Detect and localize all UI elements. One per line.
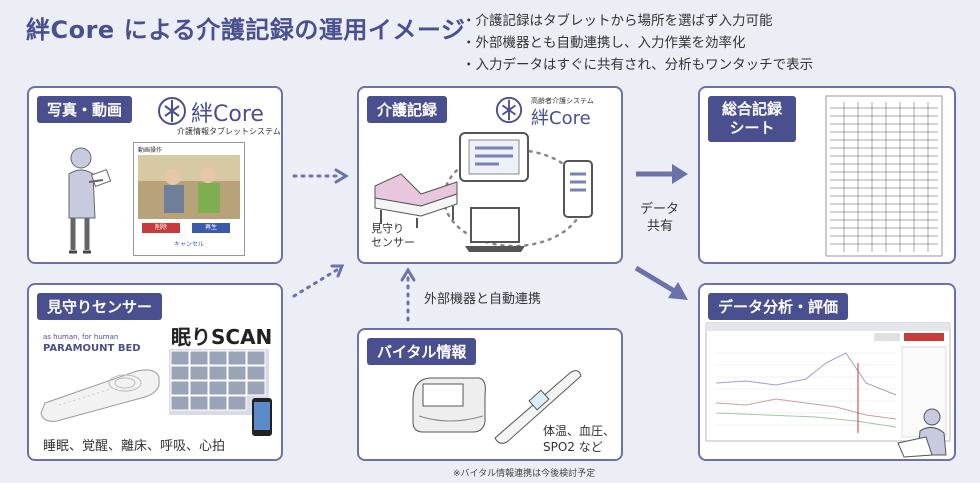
vital-panel: バイタル情報 体温、血圧、 SPO2 など [357,328,623,461]
record-sheet-tag: 総合記録 シート [708,96,797,142]
sensor-monitor-grid [169,349,269,415]
vital-items-2: SPO2 など [543,440,603,454]
photo-video-tag: 写真・動画 [37,96,133,123]
kizuna-logo-icon [495,96,523,124]
logo-subtitle: 介護情報タブレットシステム [177,127,281,136]
blood-pressure-monitor-icon [412,377,486,433]
bullet-list: ・介護記録はタブレットから場所を選ばず入力可能 ・外部機器とも自動連携し、入力作… [462,10,813,76]
person-at-desk-icon [897,408,947,458]
vital-note: ※バイタル情報連携は今後検討予定 [453,469,596,479]
brand-tagline: as human, for human [43,333,119,341]
record-sheet-panel: 総合記録 シート [698,86,956,264]
brand-name: PARAMOUNT BED [43,343,141,354]
photo-video-panel: 写真・動画 絆Core 介護情報タブレットシステム 動画操作 削除 再生 キャン… [27,86,283,264]
bullet-item: ・外部機器とも自動連携し、入力作業を効率化 [462,35,746,51]
sensor-tag: 見守りセンサー [37,293,163,320]
analysis-panel: データ分析・評価 [698,283,956,461]
analysis-screen-graphic [705,322,951,442]
vital-items-1: 体温、血圧、 [543,424,616,438]
logo-subtitle: 高齢者介護システム [531,97,594,105]
kizuna-logo-icon [158,97,186,125]
bullet-item: ・入力データはすぐに共有され、分析もワンタッチで表示 [462,57,814,73]
tablet-icon [459,132,529,182]
logo-text: 絆Core [531,108,591,129]
analysis-tag: データ分析・評価 [708,293,849,320]
record-sheet-tag-line1: 総合記録 [722,100,783,118]
vital-tag: バイタル情報 [367,338,477,365]
smartphone-icon [252,398,272,436]
bullet-item: ・介護記録はタブレットから場所を選ばず入力可能 [462,13,773,29]
play-button[interactable]: 再生 [192,223,230,233]
laptop-icon [465,207,525,252]
sensor-panel: 見守りセンサー as human, for human PARAMOUNT BE… [27,283,283,461]
record-sheet-tag-line2: シート [729,119,775,137]
care-bed-icon [374,173,458,228]
page-title: 絆Core による介護記録の運用イメージ [26,16,466,44]
sensor-mat-icon [40,369,160,422]
play-button-label: 再生 [204,224,217,231]
delete-button-label: 削除 [154,224,167,231]
care-record-panel: 介護記録 高齢者介護システム 絆Core 見守り センサー [357,86,623,264]
tablet-header: 動画操作 [138,147,163,154]
smartphone-icon [563,160,593,218]
care-photo-image [138,155,240,219]
person-with-tablet-icon [68,147,112,254]
logo-text: 絆Core [191,102,264,127]
sensor-items: 睡眠、覚醒、離床、呼吸、心拍 [43,439,226,454]
share-label-1: データ [640,202,680,217]
tablet-mock: 動画操作 削除 再生 キャンセル [133,142,245,256]
record-sheet-document [825,95,943,257]
bed-sensor-label-2: センサー [371,236,415,249]
care-record-tag: 介護記録 [367,96,448,123]
external-link-label: 外部機器と自動連携 [424,292,542,307]
cancel-link[interactable]: キャンセル [173,241,204,248]
delete-button[interactable]: 削除 [142,223,180,233]
bed-sensor-label-1: 見守り [371,222,404,235]
thermometer-icon [494,370,582,444]
share-label-2: 共有 [647,219,674,234]
product-name: 眠りSCAN [171,325,273,349]
